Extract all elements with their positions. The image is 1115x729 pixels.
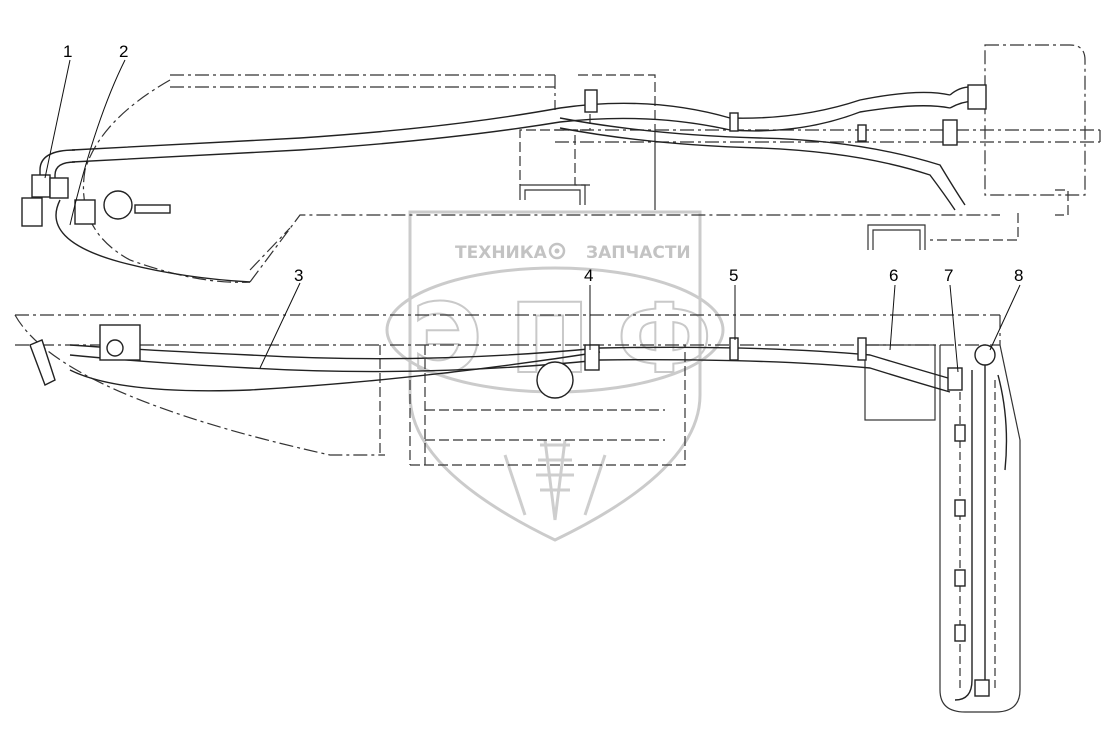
- wheat-ears-icon: [503, 439, 607, 521]
- upper-frame-top: [170, 74, 556, 110]
- middle-frame: [249, 214, 1000, 283]
- arm-clamp-5: [974, 679, 990, 697]
- upper-left-valve-stem: [134, 204, 171, 214]
- clamp-upper-4: [942, 119, 958, 146]
- upper-left-valve-fitting-2: [49, 177, 69, 199]
- lower-frame-blocks: [379, 345, 686, 466]
- right-upper-fitting: [967, 84, 987, 110]
- components: [21, 84, 996, 697]
- leader-3: [259, 282, 301, 369]
- lower-left-fitting: [29, 339, 56, 386]
- right-cabin-box: [984, 44, 1086, 196]
- callout-5: 5: [729, 266, 738, 285]
- upper-hose-b: [71, 105, 951, 163]
- callout-7: 7: [944, 266, 953, 285]
- arm-clamp-3: [954, 569, 966, 587]
- upper-mount-block: [519, 74, 656, 210]
- right-box-lower: [864, 344, 936, 421]
- arm-clamp-1: [954, 424, 966, 442]
- callout-1: 1: [63, 42, 72, 61]
- upper-left-valve-fitting-1: [31, 174, 51, 198]
- callout-4: 4: [584, 266, 593, 285]
- leader-1: [44, 59, 71, 179]
- leader-2: [69, 59, 126, 226]
- upper-left-loop: [39, 149, 76, 185]
- fitting-8: [974, 344, 996, 366]
- clamp-upper-1: [584, 89, 598, 113]
- watermark-brand-left: ТЕХНИКА: [455, 243, 548, 263]
- arm-clamp-4: [954, 624, 966, 642]
- clamp-lower-4: [584, 344, 600, 371]
- right-arm-hose-a: [954, 370, 973, 701]
- clamp-upper-2: [729, 112, 739, 132]
- watermark-shield: [408, 210, 702, 542]
- upper-left-loop-b: [55, 199, 251, 283]
- callout-labels: 1 2 3 4 5 6 7 8: [63, 42, 1023, 285]
- lower-frame-sweep: [14, 314, 385, 456]
- upper-hose-c: [559, 117, 966, 206]
- watermark-brand-right: ЗАПЧАСТИ: [586, 243, 691, 263]
- callout-3: 3: [294, 266, 303, 285]
- clamp-upper-3: [857, 124, 867, 142]
- leader-7: [949, 284, 959, 373]
- upper-frame-body: [555, 129, 1101, 143]
- upper-frame-curve: [82, 79, 251, 283]
- callout-6: 6: [889, 266, 898, 285]
- upper-left-valve-block: [74, 199, 96, 225]
- component-4-wheel: [536, 361, 574, 399]
- lower-hose-a: [69, 344, 956, 381]
- clamp-lower-5: [729, 337, 739, 361]
- callout-8: 8: [1014, 266, 1023, 285]
- callout-2: 2: [119, 42, 128, 61]
- lower-hose-c: [69, 351, 601, 392]
- gear-icon: [548, 242, 566, 260]
- upper-mount-u: [519, 184, 586, 205]
- lower-left-valve-knob: [106, 339, 124, 357]
- clamp-lower-7: [947, 367, 963, 391]
- center-bracket: [867, 224, 926, 250]
- watermark: ТЕХНИКА ЗАПЧАСТИ ЭПФ: [385, 210, 725, 542]
- frame-outline: [14, 44, 1101, 713]
- upper-left-valve-body: [21, 197, 43, 227]
- right-bracket: [930, 189, 1069, 241]
- right-arm-hose-c: [997, 374, 1008, 471]
- upper-hose-a: [71, 91, 951, 151]
- clamp-lower-6: [857, 337, 867, 361]
- leader-8: [989, 284, 1021, 351]
- upper-left-valve-knob: [103, 190, 133, 220]
- leader-6: [889, 284, 896, 351]
- lower-frame-top: [15, 314, 1001, 346]
- hose-lines: [39, 86, 1008, 701]
- leader-lines: [44, 59, 1021, 373]
- upper-hose-d: [559, 127, 956, 211]
- right-vertical-arm: [939, 344, 1021, 713]
- arm-clamp-2: [954, 499, 966, 517]
